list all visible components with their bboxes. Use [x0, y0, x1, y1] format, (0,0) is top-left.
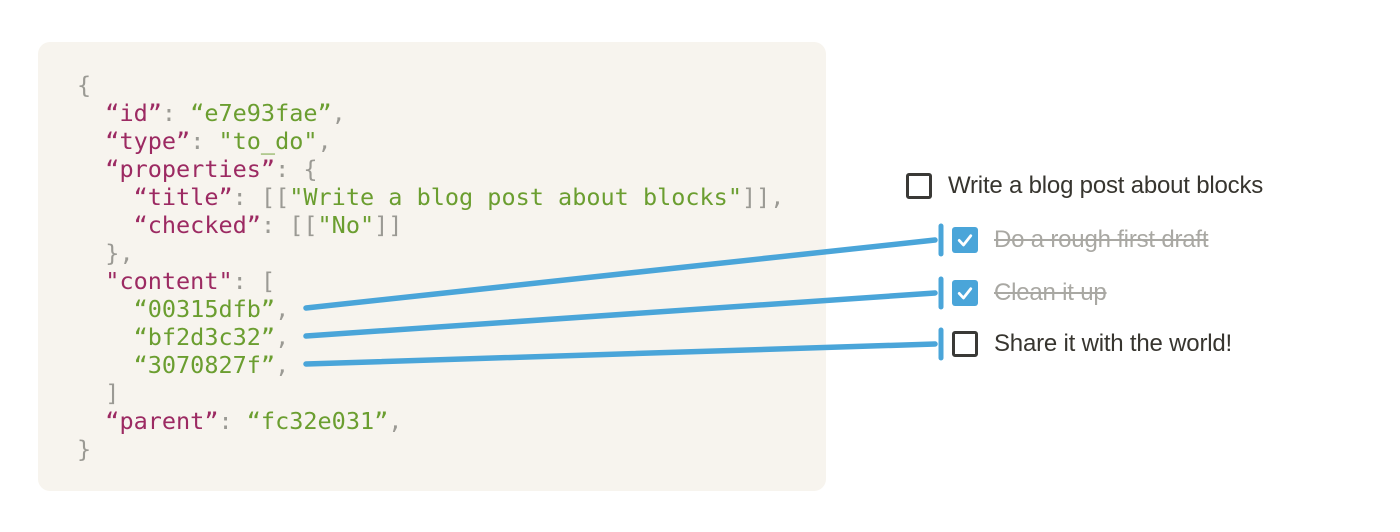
code-token-punct [77, 323, 134, 351]
code-token-punct [77, 295, 134, 323]
code-token-punct: , [317, 127, 332, 155]
code-token-punct: ]] [374, 211, 403, 239]
code-line: “checked”: [["No"]] [77, 211, 784, 239]
code-line: ] [77, 379, 784, 407]
code-token-punct [77, 267, 105, 295]
code-token-string: “00315dfb” [133, 295, 276, 323]
code-token-punct: , [275, 351, 290, 379]
json-code-card: { “id”: “e7e93fae”, “type”: "to_do", “pr… [38, 42, 826, 491]
code-token-punct: : [232, 267, 261, 295]
code-token-string: "No" [317, 211, 375, 239]
code-token-punct [77, 127, 105, 155]
code-token-string: “3070827f” [133, 351, 276, 379]
code-token-punct: ] [77, 379, 120, 407]
checkmark-icon [957, 234, 973, 247]
code-token-punct: , [275, 295, 290, 323]
code-line: “title”: [["Write a blog post about bloc… [77, 183, 785, 211]
code-token-string: “fc32e031” [246, 407, 389, 435]
code-token-punct [77, 155, 105, 183]
code-token-punct: }, [77, 239, 134, 267]
code-token-punct: [ [260, 267, 276, 295]
code-token-punct: ]], [741, 183, 785, 211]
code-token-punct: : [275, 155, 304, 183]
checkmark-icon [957, 287, 973, 300]
code-line: }, [77, 239, 784, 267]
json-code-block: { “id”: “e7e93fae”, “type”: "to_do", “pr… [77, 71, 784, 463]
todo-label: Clean it up [994, 279, 1107, 306]
code-line: “id”: “e7e93fae”, [77, 99, 784, 127]
code-token-key: "content" [105, 267, 233, 295]
code-token-punct [77, 183, 134, 211]
todo-label: Write a blog post about blocks [948, 172, 1264, 199]
code-line: } [77, 435, 784, 463]
todo-checkbox-checked[interactable] [952, 227, 978, 253]
todo-label: Share it with the world! [994, 330, 1232, 357]
code-line: { [77, 71, 784, 99]
code-line: “00315dfb”, [77, 295, 784, 323]
code-token-punct: , [275, 323, 290, 351]
code-token-punct: : [190, 127, 219, 155]
code-token-punct [77, 407, 105, 435]
code-token-punct [77, 351, 134, 379]
code-token-punct: , [331, 99, 346, 127]
todo-label: Do a rough first draft [994, 226, 1209, 253]
todo-item: Write a blog post about blocks [906, 173, 1263, 199]
code-token-key: “properties” [105, 155, 276, 183]
code-token-key: “id” [105, 99, 162, 127]
code-line: “parent”: “fc32e031”, [77, 407, 784, 435]
code-token-punct: [[ [260, 183, 290, 211]
todo-checkbox-unchecked[interactable] [952, 331, 978, 357]
todo-item: Share it with the world! [952, 331, 1232, 357]
todo-item: Clean it up [952, 280, 1107, 306]
code-token-string: “bf2d3c32” [133, 323, 276, 351]
code-token-punct: { [77, 71, 92, 99]
code-token-punct: { [303, 155, 318, 183]
code-token-key: “type” [105, 127, 191, 155]
code-token-punct [77, 211, 134, 239]
todo-item: Do a rough first draft [952, 226, 1209, 253]
code-token-key: “title” [133, 183, 233, 211]
code-token-string: “e7e93fae” [190, 99, 332, 127]
code-token-punct [77, 99, 105, 127]
todo-checkbox-unchecked[interactable] [906, 173, 932, 199]
code-line: “type”: "to_do", [77, 127, 784, 155]
code-token-string: "Write a blog post about blocks" [289, 183, 742, 211]
code-token-punct: : [218, 407, 247, 435]
code-token-punct: [[ [289, 211, 318, 239]
code-token-key: “parent” [105, 407, 219, 435]
code-line: “bf2d3c32”, [77, 323, 784, 351]
code-token-punct: , [388, 407, 403, 435]
todo-checkbox-checked[interactable] [952, 280, 978, 306]
code-line: "content": [ [77, 267, 784, 295]
code-line: “3070827f”, [77, 351, 784, 379]
code-token-punct: } [77, 435, 92, 463]
code-token-key: “checked” [133, 211, 261, 239]
code-token-punct: : [232, 183, 261, 211]
code-line: “properties”: { [77, 155, 784, 183]
code-token-string: "to_do" [218, 127, 318, 155]
code-token-punct: : [161, 99, 191, 127]
code-token-punct: : [260, 211, 290, 239]
